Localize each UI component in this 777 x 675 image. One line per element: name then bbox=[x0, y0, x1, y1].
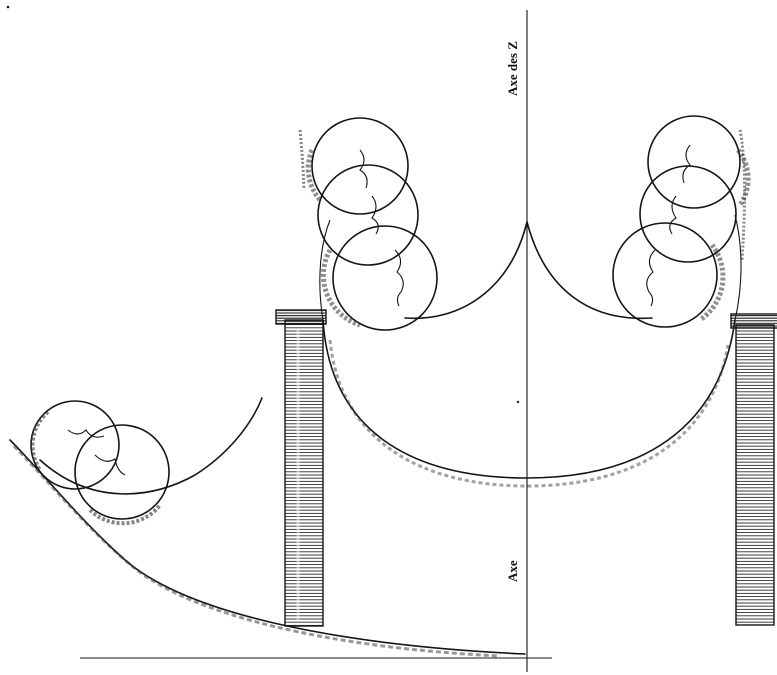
lower-left-sweep-curve bbox=[9, 439, 526, 655]
upper-right-wheel-stack bbox=[612, 115, 751, 328]
axis-lower-label: Axe bbox=[505, 560, 520, 582]
right-pillar bbox=[730, 313, 777, 626]
left-pillar bbox=[275, 309, 327, 627]
left-cusp-curve bbox=[404, 221, 528, 320]
right-stack-link-arc bbox=[734, 214, 742, 321]
lower-left-arc bbox=[39, 397, 263, 495]
right-cusp-curve bbox=[526, 221, 653, 320]
central-u-curve bbox=[322, 319, 736, 479]
dot-mark bbox=[6, 5, 10, 9]
upper-left-wheel-stack bbox=[298, 117, 438, 331]
center-dot-mark bbox=[516, 400, 520, 404]
left-stack-link-arc bbox=[319, 219, 331, 321]
axis-z-label: Axe des Z bbox=[505, 41, 520, 96]
lower-left-sweep-shade bbox=[12, 444, 501, 658]
lower-left-wheel-pair bbox=[30, 400, 170, 526]
central-u-curve-shade bbox=[328, 339, 730, 488]
